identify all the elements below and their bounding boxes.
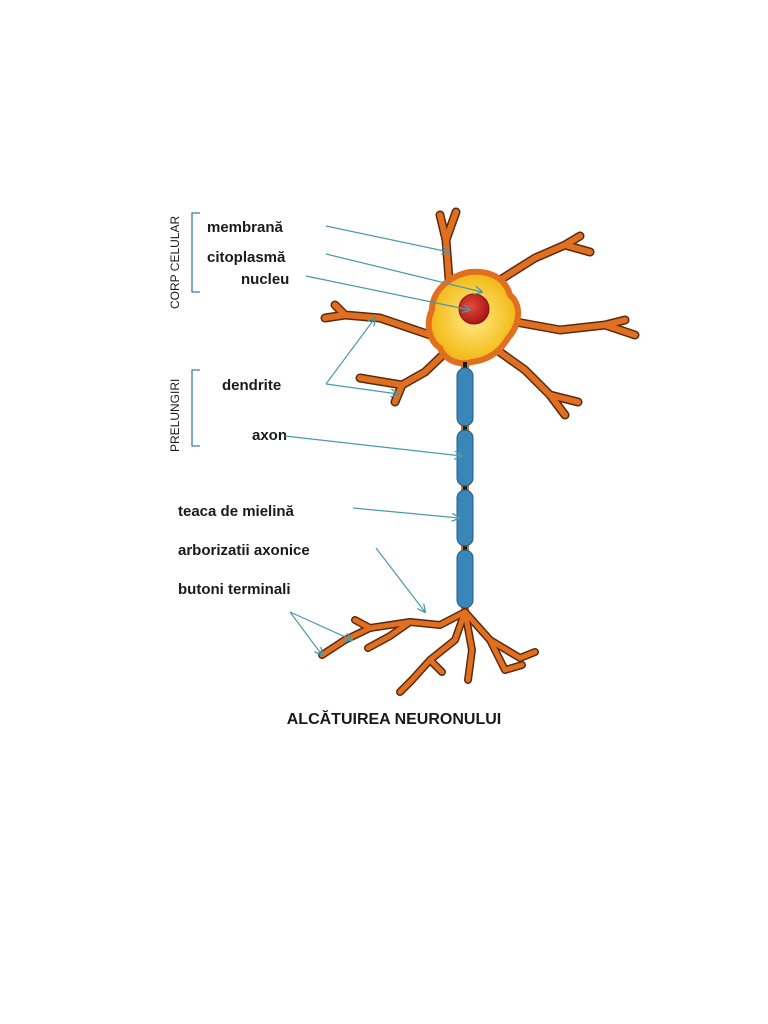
label-arborizatii: arborizatii axonice <box>178 542 310 559</box>
label-butoni: butoni terminali <box>178 581 291 598</box>
pointer-arrows <box>284 225 482 655</box>
label-nucleu: nucleu <box>241 271 289 288</box>
prelungiri-bracket <box>191 369 200 447</box>
label-dendrite: dendrite <box>222 377 281 394</box>
corp-celular-label: CORP CELULAR <box>168 216 182 309</box>
axon-terminals <box>318 608 539 696</box>
label-membrana: membrană <box>207 219 284 236</box>
corp-celular-bracket <box>191 212 200 293</box>
axon-shaft <box>461 362 469 614</box>
label-teaca: teaca de mielină <box>178 503 295 520</box>
myelin-sheath <box>456 367 474 609</box>
label-axon: axon <box>252 427 287 444</box>
prelungiri-label: PRELUNGIRI <box>168 379 182 452</box>
label-citoplasma: citoplasmă <box>207 249 286 266</box>
diagram-title: ALCĂTUIREA NEURONULUI <box>287 709 502 728</box>
